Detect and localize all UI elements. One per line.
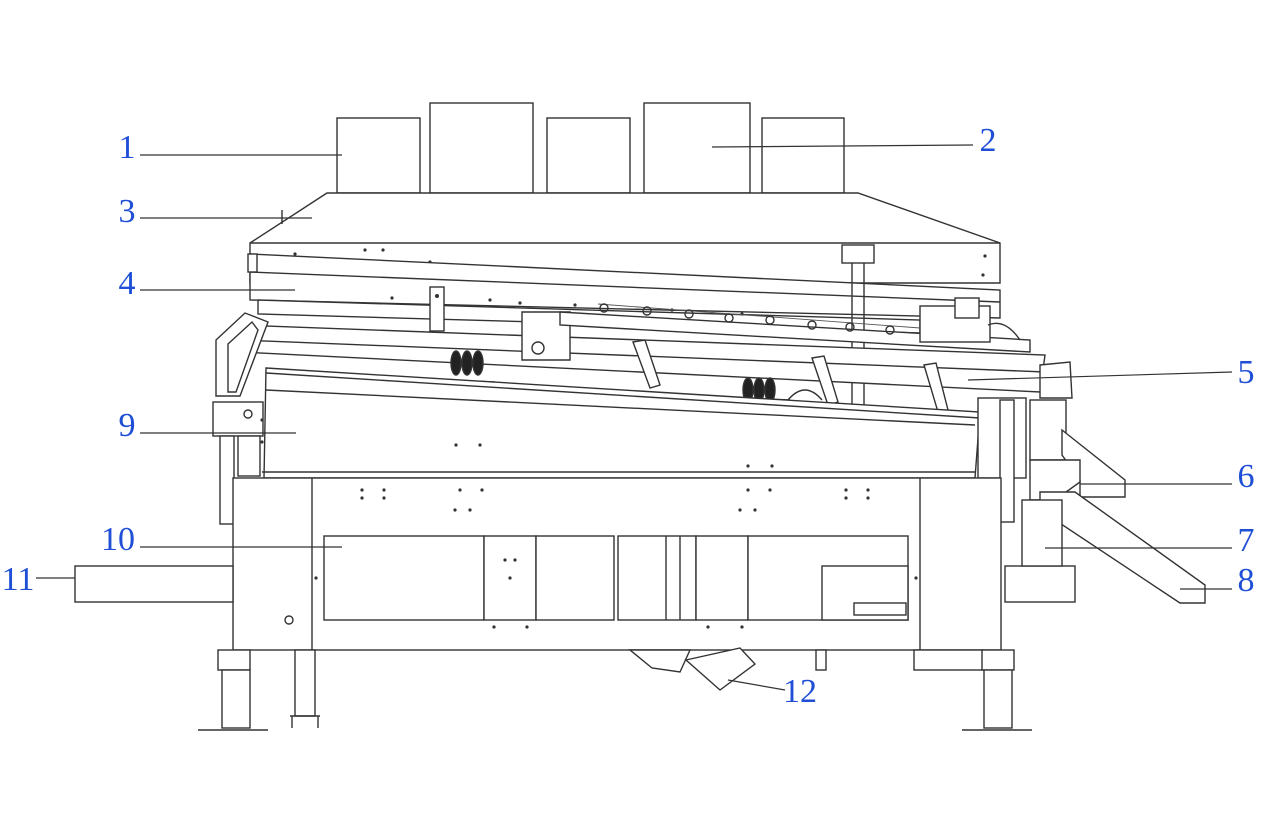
callout-9: 9 [119,407,136,444]
lower-frame [232,477,1002,651]
callout-labels: 1 2 3 4 5 6 7 8 9 10 11 12 [2,122,1255,710]
callout-11: 11 [2,561,35,598]
left-pipe [74,565,234,603]
top-box-4 [643,102,751,194]
top-box-3 [546,117,631,194]
hopper [1029,459,1081,501]
right-assembly [977,361,1206,604]
bottom-discharge [628,647,757,691]
callout-7: 7 [1238,522,1255,559]
callout-12: 12 [783,673,817,710]
left-bracket [212,312,269,525]
callout-10: 10 [101,521,135,558]
callout-2: 2 [980,122,997,159]
top-box-1 [336,117,421,194]
vibrating-box [260,367,981,479]
top-box-2 [429,102,534,194]
discharge-throat [628,649,692,673]
callout-4: 4 [119,265,136,302]
discharge-spout [684,647,757,691]
hood [249,192,1001,288]
legs [198,649,1032,731]
callout-1: 1 [119,129,136,166]
box-body [263,367,981,479]
drive-motor [521,311,571,361]
callout-5: 5 [1238,354,1255,391]
outlet-pipe [74,565,234,603]
top-boxes [336,102,845,194]
callout-3: 3 [119,193,136,230]
leader-lines [36,144,1233,691]
callout-8: 8 [1238,562,1255,599]
top-box-5 [761,117,845,194]
callout-6: 6 [1238,458,1255,495]
